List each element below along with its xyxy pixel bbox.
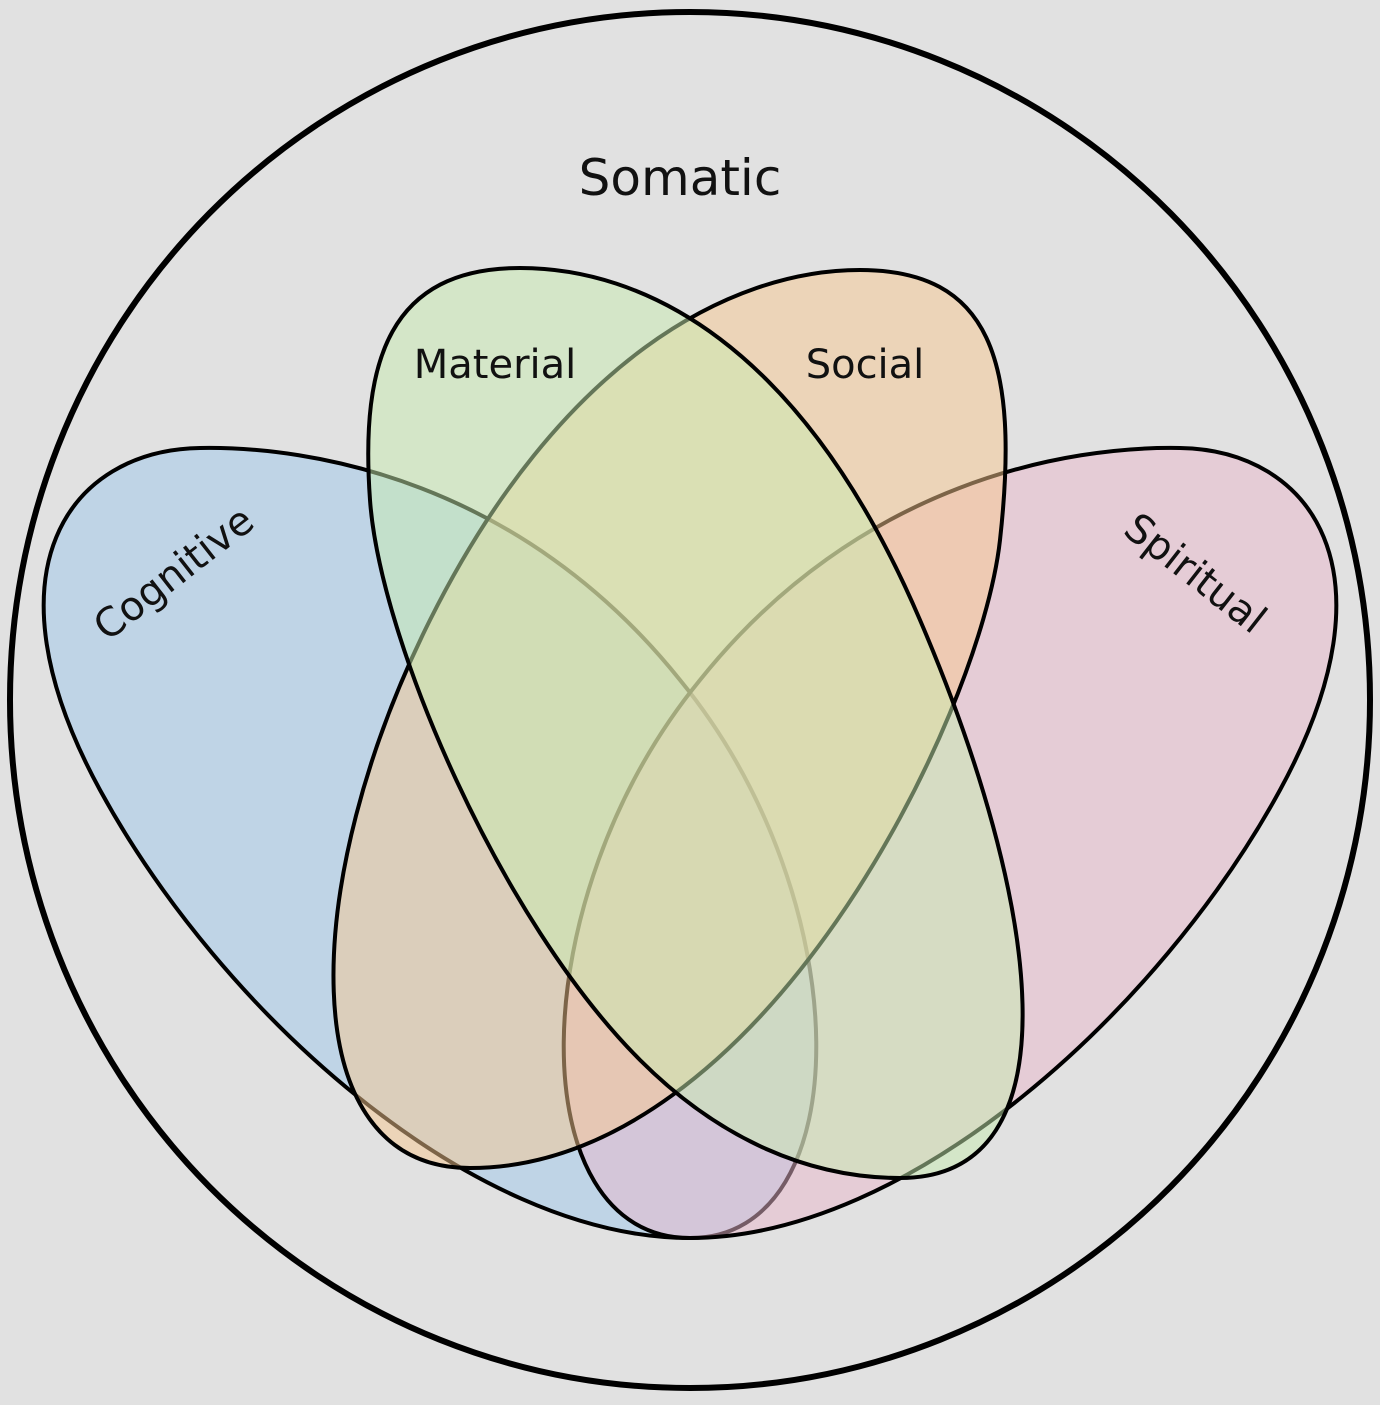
somatic-label: Somatic <box>579 149 782 207</box>
material-label: Material <box>414 342 577 388</box>
material-set-shape <box>366 265 1025 1181</box>
social-label: Social <box>806 342 925 388</box>
